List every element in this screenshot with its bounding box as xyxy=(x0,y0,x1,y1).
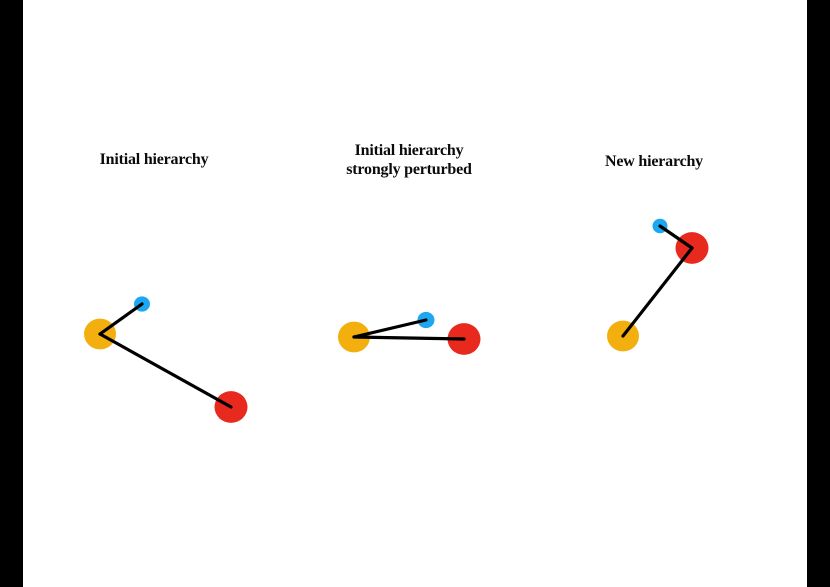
new-hierarchy-edge xyxy=(658,224,694,250)
new-hierarchy-group xyxy=(607,218,709,352)
new-hierarchy-edge xyxy=(621,246,694,338)
panel-title-line: New hierarchy xyxy=(605,153,703,170)
panel-title-initial-hierarchy-strongly-perturbed: Initial hierarchy strongly perturbed xyxy=(299,141,519,179)
initial-hierarchy-strongly-perturbed-group xyxy=(338,311,481,355)
initial-hierarchy-strongly-perturbed-edge xyxy=(352,335,466,341)
initial-hierarchy-edge xyxy=(98,302,144,336)
right-black-bar xyxy=(807,0,830,587)
panel-title-line: Initial hierarchy xyxy=(354,142,464,159)
initial-hierarchy-edge xyxy=(98,332,233,409)
panel-title-line: strongly perturbed xyxy=(346,161,472,178)
panel-title-line: Initial hierarchy xyxy=(99,151,209,168)
left-black-bar xyxy=(0,0,23,587)
panel-title-new-hierarchy: New hierarchy xyxy=(544,152,764,171)
initial-hierarchy-group xyxy=(84,296,248,423)
panel-title-initial-hierarchy: Initial hierarchy xyxy=(44,150,264,169)
initial-hierarchy-strongly-perturbed-edge xyxy=(352,318,428,339)
